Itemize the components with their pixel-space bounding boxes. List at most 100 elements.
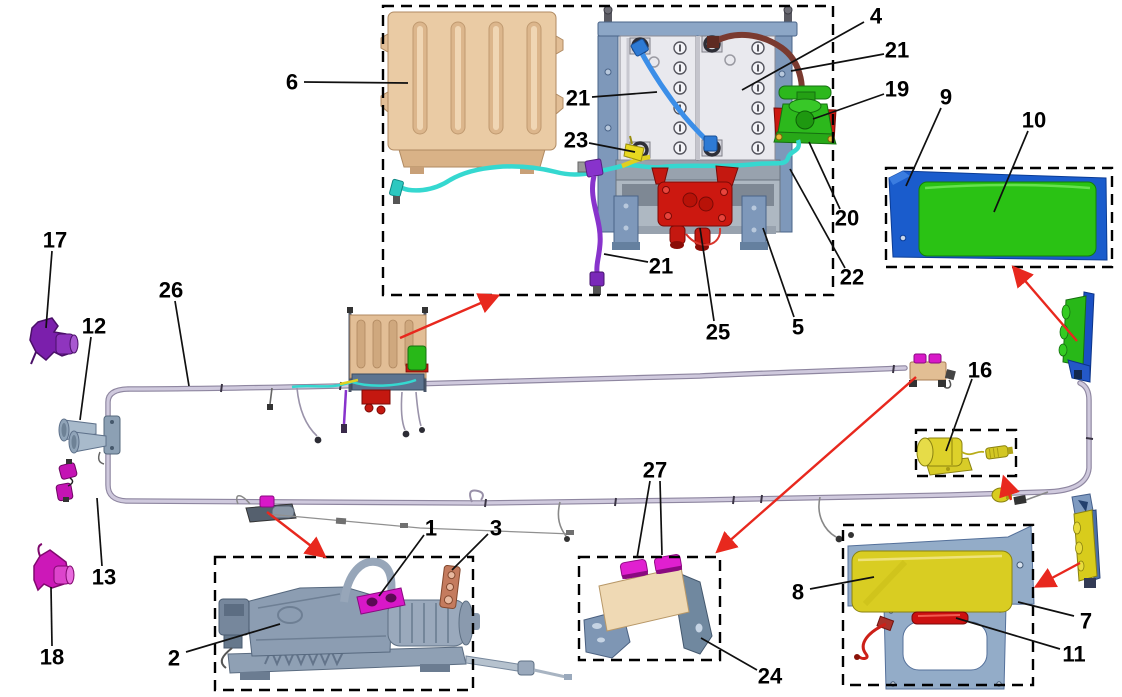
buzzer-connector: [985, 445, 1014, 460]
detail-locator-arrow-5: [266, 511, 327, 559]
mounting-plate: [598, 566, 690, 632]
callout-leader-27: [636, 480, 651, 559]
callout-label-16: 16: [968, 358, 992, 383]
callout-leader-24: [700, 637, 758, 671]
bracket-cutout: [902, 621, 988, 671]
horn-18: [33, 543, 75, 592]
red-arrows-layer: [266, 265, 1081, 588]
connector-27-a: [619, 558, 649, 580]
callout-leader-1: [378, 534, 425, 597]
connector-bracket-box: [577, 555, 722, 662]
callout-leader-8: [809, 576, 875, 590]
callout-leader-17: [45, 250, 53, 329]
detail-locator-arrow-3: [715, 376, 917, 554]
callout-label-4: 4: [870, 4, 883, 29]
callout-label-11: 11: [1062, 642, 1085, 667]
callout-label-10: 10: [1022, 108, 1046, 133]
callout-leader-27: [659, 480, 663, 556]
callout-label-21: 21: [649, 254, 673, 279]
bracket-3-copper: [439, 565, 461, 609]
callout-label-7: 7: [1080, 609, 1092, 634]
buzzer-detail: [916, 437, 1014, 476]
callout-leader-18: [50, 586, 53, 647]
callout-label-3: 3: [490, 516, 502, 541]
front-lamp-detail: [888, 170, 1108, 261]
lamp-lens-green: [918, 181, 1097, 257]
callout-label-17: 17: [43, 228, 67, 253]
actuator-rod: [465, 655, 525, 673]
horn-17: [29, 317, 79, 365]
callout-label-9: 9: [940, 85, 952, 110]
detail-locator-arrow-1: [399, 293, 501, 340]
callout-leader-21: [790, 53, 885, 72]
inline-battery-box: [291, 307, 429, 433]
callout-leader-20: [808, 141, 841, 210]
callout-leader-9: [905, 107, 942, 187]
callout-label-27: 27: [643, 458, 667, 483]
callout-leader-5: [762, 227, 795, 318]
callout-leader-16: [945, 378, 973, 452]
callout-leader-13: [96, 497, 103, 567]
callout-label-12: 12: [82, 314, 106, 339]
jumper-cable-blue: [630, 38, 718, 152]
front-lamp-box: [884, 166, 1114, 269]
pull-cable: [267, 513, 573, 535]
battery-assembly-box: [381, 4, 835, 297]
callout-leader-11: [955, 617, 1061, 650]
callout-leader-2: [185, 623, 281, 653]
side-lamp-yellow: [1071, 493, 1101, 588]
callout-label-24: 24: [758, 664, 783, 689]
callout-leader-25: [699, 227, 715, 322]
callout-leader-10: [993, 130, 1029, 213]
detail-locator-arrow-2: [1011, 265, 1078, 342]
connectors-13: [55, 459, 78, 502]
callout-label-21: 21: [566, 86, 590, 111]
callout-label-20: 20: [835, 206, 859, 231]
detail-locator-arrow-4: [999, 474, 1020, 501]
connector-bracket-detail: [583, 553, 713, 659]
callout-leader-6: [303, 81, 409, 84]
callout-leader-3: [451, 533, 489, 571]
callout-label-21: 21: [885, 38, 909, 63]
callout-label-5: 5: [792, 315, 804, 340]
detail-locator-arrow-6: [1033, 561, 1081, 588]
actuator-detail: [218, 557, 572, 680]
callout-label-25: 25: [706, 320, 730, 345]
callout-label-13: 13: [92, 565, 116, 590]
battery-cover: [380, 11, 564, 174]
callout-label-8: 8: [792, 580, 804, 605]
side-lamp-green: [1058, 291, 1095, 383]
callout-leader-23: [588, 142, 636, 153]
cover-ribs: [412, 21, 542, 135]
ground-cable-cyan: [389, 139, 802, 204]
inline-battery-switch: [407, 345, 427, 371]
callout-label-19: 19: [885, 77, 909, 102]
callout-leader-22: [789, 168, 846, 269]
connector-27-b: [653, 553, 683, 575]
callout-label-2: 2: [168, 646, 180, 671]
callout-leader-7: [1017, 601, 1075, 617]
rear-lamp-detail: [847, 525, 1035, 690]
callout-leader-21: [591, 91, 658, 98]
callout-leader-26: [174, 300, 190, 387]
callout-leader-12: [79, 336, 92, 421]
cable-21-purple: [577, 158, 605, 295]
callout-leader-21: [603, 253, 649, 263]
callout-label-1: 1: [425, 516, 437, 541]
wiring-harness: [105, 364, 1094, 508]
callout-label-23: 23: [564, 128, 588, 153]
lamp-red-11: [911, 611, 969, 625]
lamp-wire-red: [854, 615, 895, 660]
inline-manifold: [361, 389, 391, 405]
inline-actuator-connector: [236, 495, 574, 535]
inline-terminal-block: [909, 353, 956, 387]
actuator-box: [213, 555, 475, 692]
callout-label-18: 18: [40, 645, 64, 670]
actuator-handle: [340, 557, 396, 603]
manifold-25: [651, 165, 739, 251]
callout-leader-19: [812, 93, 885, 120]
callout-leader-4: [741, 21, 865, 91]
callout-label-6: 6: [286, 70, 298, 95]
